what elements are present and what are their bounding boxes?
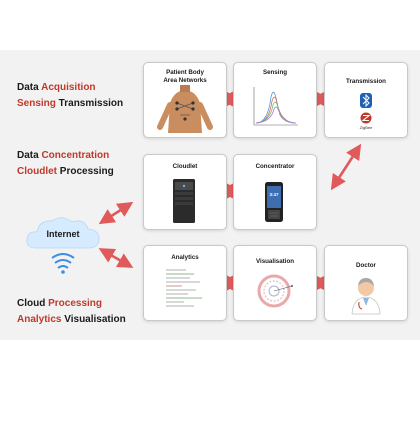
box-cloudlet: Cloudlet	[143, 154, 227, 230]
zigbee-label: ZigBee	[359, 125, 373, 130]
wifi-icon	[51, 253, 75, 274]
stage-acquisition-highlight2: Sensing	[17, 98, 56, 109]
patient-torso-icon	[157, 85, 213, 133]
stage-concentration-highlight2: Cloudlet	[17, 166, 57, 177]
doctor-avatar-icon	[351, 278, 381, 315]
smartphone-icon	[265, 182, 283, 222]
box-visualisation: Visualisation	[233, 245, 317, 321]
box-sensing: Sensing	[233, 62, 317, 138]
stage-cloud-highlight2: Analytics	[17, 314, 62, 325]
server-tower-icon	[173, 179, 195, 223]
box-concentrator: Concentrator 3:47	[233, 154, 317, 230]
stage-label-cloud: Cloud Processing Analytics Visualisation	[17, 296, 126, 328]
stage-concentration-highlight1: Concentration	[41, 150, 110, 161]
stage-label-concentration: Data Concentration Cloudlet Processing	[17, 148, 114, 180]
bluetooth-icon	[360, 93, 372, 108]
code-listing-icon	[166, 269, 202, 307]
arrow-transmission-concentrator	[330, 143, 362, 191]
stage-label-acquisition: Data Acquisition Sensing Transmission	[17, 80, 123, 112]
box-visualisation-title: Visualisation	[255, 258, 295, 265]
box-cloudlet-title: Cloudlet	[172, 163, 198, 170]
box-patient-title: Patient Body Area Networks	[144, 69, 226, 84]
stage-cloud-highlight1: Processing	[48, 298, 103, 309]
cloud-icon	[26, 217, 100, 249]
arrow-internet-analytics	[98, 248, 134, 268]
phone-time-display: 3:47	[269, 192, 279, 197]
box-transmission: Transmission ZigBee	[324, 62, 408, 138]
box-analytics-title: Analytics	[171, 254, 199, 261]
box-patient-title-line1: Patient Body	[166, 69, 204, 76]
box-concentrator-title: Concentrator	[255, 163, 295, 170]
sensing-graph-icon	[253, 87, 298, 126]
internet-node: Internet	[22, 212, 104, 282]
stage-concentration-text1: Data	[17, 150, 42, 161]
stage-acquisition-highlight1: Acquisition	[41, 82, 96, 93]
box-patient-body-area-networks: Patient Body Area Networks	[143, 62, 227, 138]
stage-cloud-text2: Visualisation	[61, 314, 126, 325]
stage-acquisition-text2: Transmission	[55, 98, 124, 109]
box-patient-title-line2: Area Networks	[163, 76, 207, 84]
stage-acquisition-text1: Data	[17, 82, 42, 93]
box-sensing-title: Sensing	[262, 69, 288, 76]
box-doctor: Doctor	[324, 245, 408, 321]
arrow-internet-cloudlet	[98, 201, 134, 225]
box-transmission-title: Transmission	[346, 78, 386, 85]
circular-chart-icon	[257, 274, 293, 308]
box-analytics: Analytics	[143, 245, 227, 321]
box-doctor-title: Doctor	[356, 262, 376, 269]
internet-label: Internet	[46, 229, 80, 239]
zigbee-icon	[360, 112, 372, 124]
stage-concentration-text2: Processing	[57, 166, 114, 177]
stage-cloud-text1: Cloud	[17, 298, 49, 309]
